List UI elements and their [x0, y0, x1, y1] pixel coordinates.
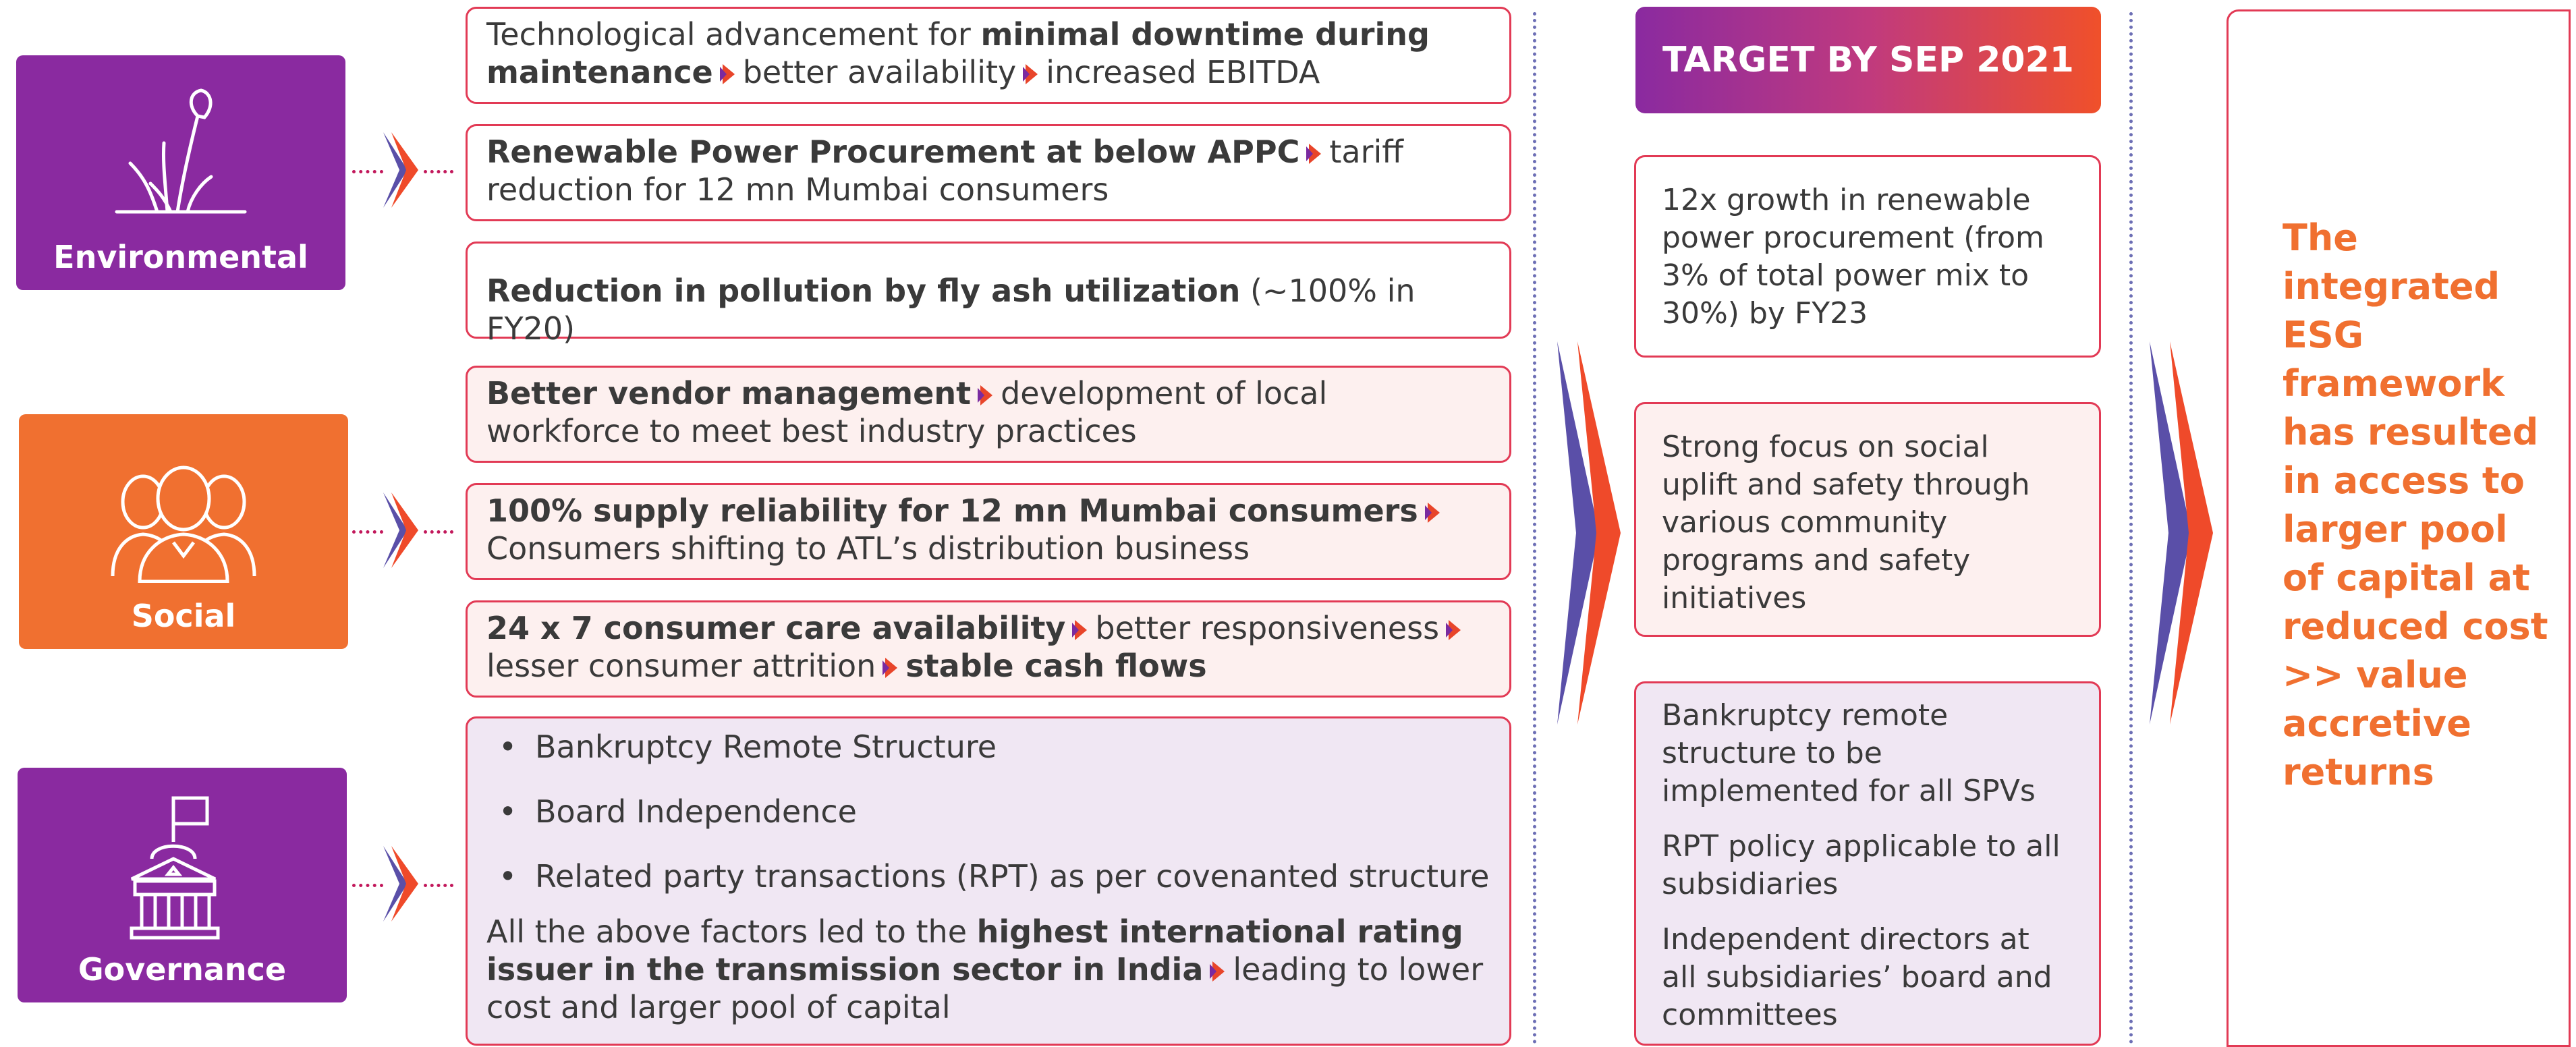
arrow-icon	[1072, 620, 1088, 640]
arrow-icon	[1306, 144, 1322, 164]
text: Strong focus on social uplift and safety…	[1662, 430, 2030, 615]
text: 12x growth in renewable power procuremen…	[1662, 183, 2044, 331]
text-bold: stable cash flows	[905, 648, 1207, 684]
text-bold: 100% supply reliability for 12 mn Mumbai…	[486, 492, 1418, 529]
text: RPT policy applicable to all subsidiarie…	[1662, 829, 2061, 901]
env-item-downtime: Technological advancement for minimal do…	[466, 7, 1511, 104]
text: All the above factors led to the	[486, 913, 977, 950]
bullet-item: Bankruptcy Remote Structure	[486, 728, 1490, 766]
text-bold: Better vendor management	[486, 375, 972, 412]
target-box-governance: Bankruptcy remote structure to be implem…	[1634, 681, 2101, 1046]
text: leading to lower cost and larger pool of…	[486, 951, 1484, 1025]
connector-dots	[352, 884, 383, 887]
governance-bullets: Bankruptcy Remote Structure Board Indepe…	[486, 728, 1490, 895]
chevron-arrow-icon	[1557, 341, 1621, 725]
social-item-consumer-care: 24 x 7 consumer care availability better …	[466, 600, 1511, 698]
people-icon	[111, 465, 256, 583]
governance-tile: Governance	[18, 768, 347, 1002]
connector-dots	[424, 884, 453, 887]
governance-box: Bankruptcy Remote Structure Board Indepe…	[466, 716, 1511, 1046]
governance-summary: All the above factors led to the highest…	[486, 913, 1490, 1026]
separator-line	[1533, 12, 1536, 1044]
result-panel: The integrated ESG framework has resulte…	[2227, 9, 2571, 1047]
arrow-icon	[719, 64, 735, 84]
arrow-icon	[1424, 503, 1440, 523]
text: Bankruptcy remote structure to be implem…	[1662, 698, 2036, 808]
text: lesser consumer attrition	[486, 648, 876, 684]
arrow-icon	[1446, 620, 1461, 640]
environmental-label: Environmental	[53, 239, 308, 275]
text-bold: highest international rating issuer in t…	[486, 913, 1463, 988]
text: tariff reduction for 12 mn Mumbai consum…	[486, 134, 1403, 208]
text: Independent directors at all subsidiarie…	[1662, 922, 2052, 1032]
arrow-icon	[1210, 961, 1225, 982]
government-building-icon	[130, 796, 220, 940]
text: better availability	[742, 54, 1017, 90]
chevron-arrow-icon	[2150, 341, 2213, 725]
bullet-item: Related party transactions (RPT) as per …	[486, 857, 1490, 895]
result-text: The integrated ESG framework has resulte…	[2283, 217, 2548, 793]
text-bold: minimal downtime during maintenance	[486, 16, 1430, 90]
chevron-arrow-icon	[383, 846, 418, 922]
text-bold: Reduction in pollution by fly ash utiliz…	[486, 273, 1241, 309]
connector-dots	[424, 530, 453, 534]
env-item-fly-ash: Reduction in pollution by fly ash utiliz…	[466, 242, 1511, 347]
bullet-item: Board Independence	[486, 793, 1490, 830]
env-item-renewable: Renewable Power Procurement at below APP…	[466, 124, 1511, 221]
arrow-icon	[978, 385, 993, 405]
arrow-icon	[1023, 64, 1038, 84]
target-box-social: Strong focus on social uplift and safety…	[1634, 402, 2101, 637]
text: development of local workforce to meet b…	[486, 375, 1328, 449]
text: (~100% in FY20)	[486, 273, 1416, 347]
text: better responsiveness	[1095, 610, 1440, 646]
target-heading: TARGET BY SEP 2021	[1635, 7, 2101, 113]
separator-line	[2129, 12, 2133, 1044]
text-bold: 24 x 7 consumer care availability	[486, 610, 1066, 646]
chevron-arrow-icon	[383, 492, 418, 568]
connector-dots	[424, 170, 453, 173]
social-item-supply: 100% supply reliability for 12 mn Mumbai…	[466, 483, 1511, 580]
arrow-icon	[883, 658, 898, 678]
text-bold: Renewable Power Procurement at below APP…	[486, 134, 1300, 170]
environmental-tile: Environmental	[16, 55, 345, 290]
connector-dots	[352, 530, 383, 534]
text: increased EBITDA	[1046, 54, 1320, 90]
target-box-environmental: 12x growth in renewable power procuremen…	[1634, 155, 2101, 358]
social-tile: Social	[19, 414, 348, 649]
text: Consumers shifting to ATL’s distribution…	[486, 530, 1250, 567]
social-label: Social	[131, 598, 236, 634]
connector-dots	[352, 170, 383, 173]
chevron-arrow-icon	[383, 132, 418, 208]
governance-label: Governance	[78, 951, 287, 988]
text: Technological advancement for	[486, 16, 981, 53]
plant-icon	[115, 88, 247, 214]
